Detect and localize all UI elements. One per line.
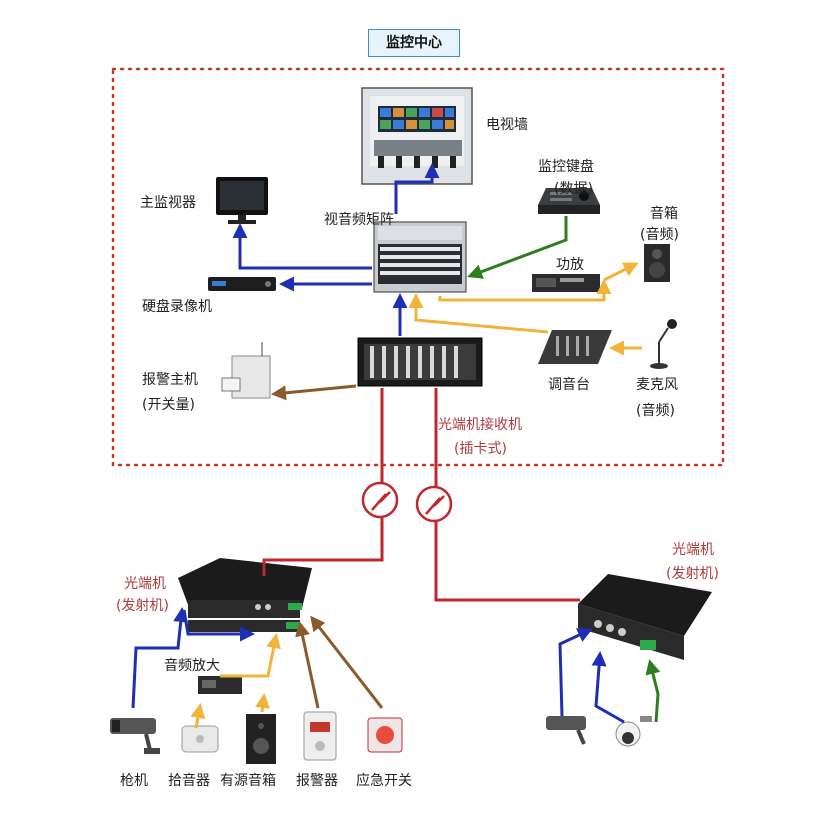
tx-right-sub-label: (发射机)	[666, 566, 719, 582]
dvr-label: 硬盘录像机	[142, 299, 212, 315]
fiber-receiver-image	[357, 337, 483, 387]
gun-camera-label: 枪机	[120, 773, 148, 789]
tx-left-label: 光端机	[124, 576, 166, 592]
alarm-host-sub-label: (开关量)	[142, 397, 195, 413]
fiber-links	[262, 388, 580, 602]
mic-sub-label: (音频)	[636, 403, 675, 419]
dvr-image	[208, 277, 276, 291]
diagram-title: 监控中心	[368, 29, 460, 57]
amplifier-image	[532, 274, 600, 292]
pickup-label: 拾音器	[168, 773, 210, 789]
video-wall-label: 电视墙	[486, 117, 528, 133]
monitoring-center-boundary	[111, 67, 725, 467]
active-speaker-label: 有源音箱	[220, 773, 276, 789]
receiver-label: 光端机接收机	[438, 417, 522, 433]
microphone-image	[650, 319, 677, 369]
gun-camera-image	[110, 718, 160, 754]
ptz-camera-image	[546, 716, 652, 747]
alarm-label: 报警器	[296, 773, 338, 789]
keyboard-label: 监控键盘	[538, 159, 594, 175]
matrix-image	[373, 221, 467, 293]
amplifier-label: 功放	[556, 257, 584, 273]
speaker-label: 音箱	[650, 206, 678, 222]
fiber-icon-right	[415, 485, 453, 523]
audio-amp-image	[198, 676, 242, 694]
keyboard-image	[538, 188, 600, 214]
speaker-image	[644, 244, 670, 282]
alarm-image	[303, 711, 337, 761]
video-links	[131, 163, 625, 724]
main-monitor-label: 主监视器	[140, 195, 196, 211]
keyboard-sub-label: (数据)	[554, 181, 593, 197]
mic-label: 麦克风	[636, 377, 678, 393]
main-monitor-image	[216, 177, 268, 224]
pickup-image	[181, 725, 219, 753]
emergency-switch-image	[367, 717, 403, 753]
audio-links	[190, 262, 642, 729]
alarm-host-label: 报警主机	[142, 372, 198, 388]
matrix-label: 视音频矩阵	[324, 212, 394, 228]
switch-links	[271, 384, 384, 709]
emergency-switch-label: 应急开关	[356, 773, 412, 789]
data-links	[467, 216, 661, 723]
alarm-host-image	[221, 342, 271, 399]
mixer-label: 调音台	[548, 377, 590, 393]
tx-left-image	[178, 558, 312, 632]
receiver-sub-label: (插卡式)	[454, 441, 507, 457]
tx-right-image	[578, 574, 712, 660]
active-speaker-image	[246, 714, 276, 764]
fiber-icon-left	[361, 481, 399, 519]
mixer-image	[538, 330, 612, 364]
speaker-sub-label: (音频)	[640, 227, 679, 243]
video-wall-image	[361, 87, 473, 185]
tx-right-label: 光端机	[672, 542, 714, 558]
audio-amp-label: 音频放大	[164, 658, 220, 674]
tx-left-sub-label: (发射机)	[116, 598, 169, 614]
